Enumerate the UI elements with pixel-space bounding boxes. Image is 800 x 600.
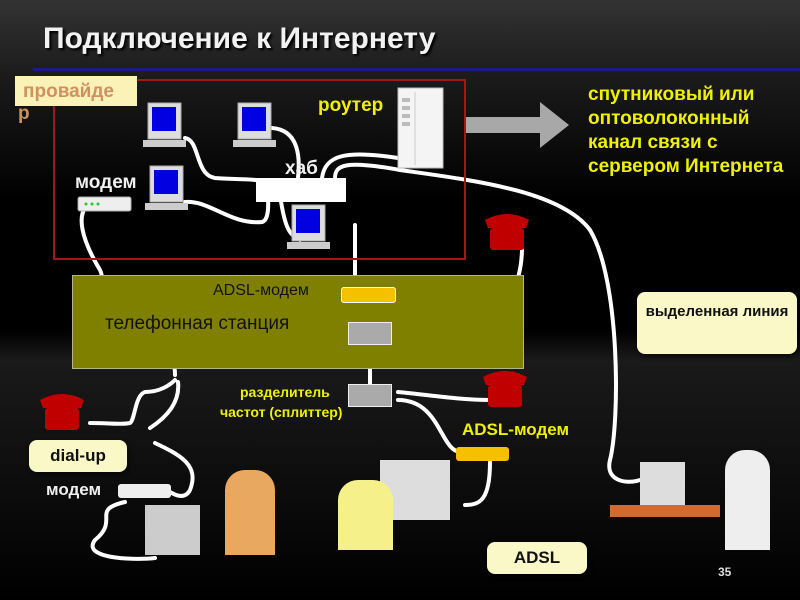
telephone-icon [483, 371, 527, 407]
dialup-user-figure [225, 470, 275, 555]
dedicated-line-callout: выделенная линия [637, 292, 797, 354]
adsl-callout: ADSL [487, 542, 587, 574]
station-adsl-modem-label: ADSL-модем [213, 282, 309, 299]
cable-splitter-adsl [396, 398, 462, 454]
page-number: 35 [718, 565, 732, 579]
provider-modem-label: модем [75, 172, 137, 193]
provider-label-wrap: р [18, 103, 30, 124]
station-adsl-modem [341, 287, 396, 303]
cable-hub-router [320, 152, 400, 180]
router-label: роутер [318, 95, 384, 116]
dedicated-user-figure [725, 450, 770, 550]
computer-icon [287, 204, 330, 249]
provider-label: провайде [15, 76, 137, 106]
computer-icon [145, 165, 188, 210]
page-title: Подключение к Интернету [43, 22, 436, 55]
telephone-icon [485, 214, 529, 250]
splitter-label-line2: частот (сплиттер) [220, 404, 343, 420]
cable-dedicated-line [333, 162, 642, 484]
cable-adsl-pc [463, 460, 492, 507]
hub-label: хаб [285, 158, 318, 179]
cables [79, 126, 642, 561]
title-divider [33, 68, 800, 71]
cable-pc1-hub [183, 136, 270, 184]
arrow-icon [465, 102, 569, 148]
user-adsl-modem-label: ADSL-модем [462, 420, 570, 439]
provider-boundary [53, 79, 466, 260]
dedicated-user-desk [610, 505, 720, 517]
router-icon [397, 87, 444, 169]
cable-switch-up [148, 380, 181, 430]
cable-switch-modem [153, 441, 195, 498]
modem-icon [77, 196, 132, 212]
phone-station [72, 275, 524, 369]
computer-icon [143, 102, 186, 147]
telephone-icon [40, 394, 84, 430]
splitter-label-line1: разделитель [240, 384, 330, 400]
user-splitter [348, 384, 392, 407]
cable-pc3-hub [183, 193, 271, 225]
dialup-user-computer [145, 505, 200, 555]
adsl-user-figure [338, 480, 393, 550]
station-splitter [348, 322, 392, 345]
computer-icon [233, 102, 276, 147]
cable-phone-switch [88, 378, 177, 426]
internet-channel-label: спутниковый или оптоволоконный канал свя… [588, 84, 784, 177]
user-modem [118, 484, 171, 498]
dedicated-user-computer [640, 462, 685, 507]
user-modem-label: модем [46, 480, 102, 499]
phone-station-label: телефонная станция [105, 313, 290, 334]
cable-pc2-hub [270, 126, 301, 180]
cable-modem-pc [90, 500, 157, 561]
hub-device [256, 178, 346, 202]
cable-splitter-phone [396, 390, 492, 402]
user-adsl-modem [456, 447, 509, 461]
dial-up-callout: dial-up [29, 440, 127, 472]
